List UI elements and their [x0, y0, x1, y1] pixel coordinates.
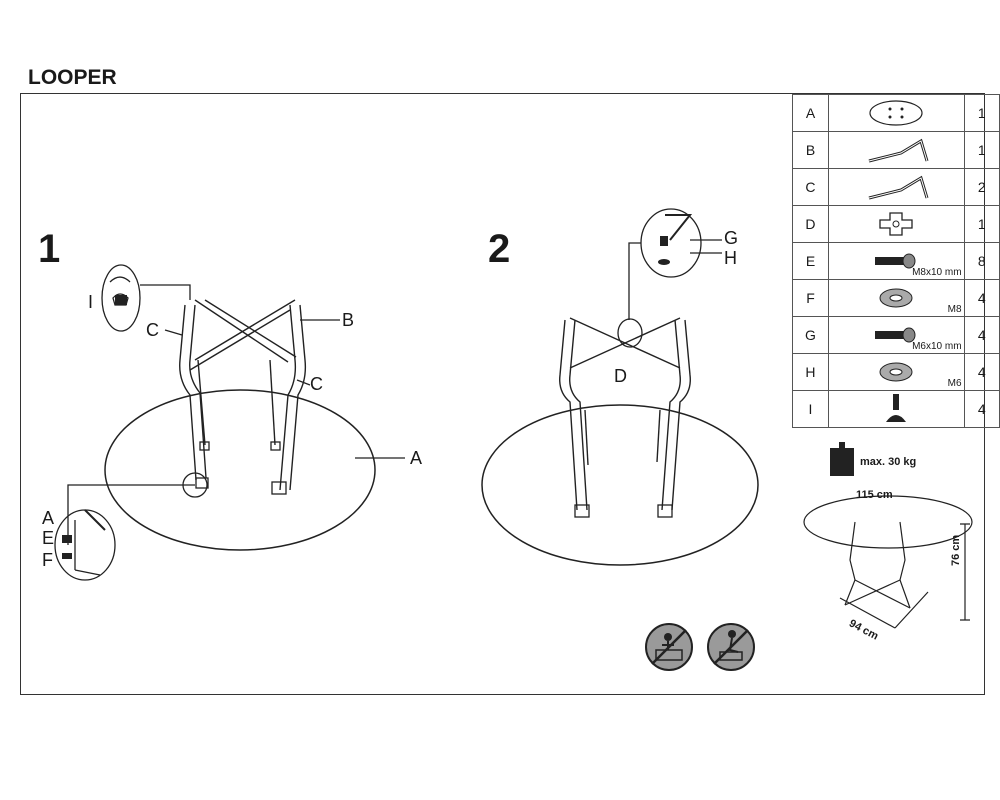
part-image: [827, 205, 965, 243]
part-image: [827, 168, 965, 206]
part-spec: M8: [947, 304, 962, 315]
callout-d: D: [614, 366, 627, 386]
leg-c-left: [179, 299, 297, 481]
cross-connector-d: [617, 318, 643, 348]
part-letter: I: [792, 390, 829, 428]
part-quantity: 4: [963, 353, 1000, 391]
part-spec: M6: [947, 378, 962, 389]
part-spec: M6x10 mm: [912, 341, 962, 352]
round-table-top-icon: [829, 98, 964, 128]
part-letter: A: [792, 94, 829, 132]
step-2-number: 2: [488, 227, 511, 271]
callout-c-left: C: [146, 320, 159, 340]
bolt-icon: [829, 249, 964, 273]
part-letter: H: [792, 353, 829, 391]
callout-c-right: C: [310, 374, 323, 394]
detail-circle-screw: [640, 208, 702, 278]
bent-leg-icon: [829, 172, 964, 202]
part-quantity: 4: [963, 316, 1000, 354]
foot-2: [271, 481, 287, 495]
warning-icons: [645, 623, 755, 671]
step-1-number: 1: [38, 227, 61, 271]
foot-3: [199, 441, 210, 451]
callout-g: G: [724, 228, 739, 248]
legs-step2: [559, 317, 691, 511]
foot-4: [270, 441, 281, 451]
cross-connector-icon: [829, 209, 964, 239]
product-title: LOOPER: [28, 66, 117, 89]
leg-c-right: [189, 299, 307, 491]
callout-detail-f: F: [42, 550, 53, 570]
part-quantity: 4: [963, 279, 1000, 317]
part-letter: C: [792, 168, 829, 206]
part-image: M8x10 mm: [827, 242, 965, 280]
bolt-icon: [829, 323, 964, 347]
foot-s2-2: [657, 504, 673, 518]
no-sitting-icon: [707, 623, 755, 671]
part-image: [827, 390, 965, 428]
leg-b: [197, 359, 276, 446]
dimension-diagram: [803, 495, 973, 629]
part-image: [827, 94, 965, 132]
part-quantity: 1: [963, 205, 1000, 243]
part-image: [827, 131, 965, 169]
weight-icon: [830, 442, 854, 476]
foot-s2-1: [574, 504, 590, 518]
washer-icon: [829, 285, 964, 311]
part-letter: B: [792, 131, 829, 169]
table-top-step2: [481, 404, 759, 566]
max-load-label: max. 30 kg: [860, 456, 917, 468]
detail-circle-leveling: [101, 264, 141, 332]
callout-h: H: [724, 248, 737, 268]
part-image: M6x10 mm: [827, 316, 965, 354]
callout-detail-e: E: [42, 528, 55, 548]
part-letter: F: [792, 279, 829, 317]
part-quantity: 2: [963, 168, 1000, 206]
part-quantity: 4: [963, 390, 1000, 428]
detail-circle-bolt: [54, 509, 116, 581]
callout-i: I: [88, 292, 94, 312]
foot-1: [195, 477, 209, 489]
bent-leg-icon: [829, 135, 964, 165]
part-letter: D: [792, 205, 829, 243]
part-image: M8: [827, 279, 965, 317]
part-image: M6: [827, 353, 965, 391]
part-letter: G: [792, 316, 829, 354]
dimension-diameter: 115 cm: [856, 489, 893, 501]
leveling-foot-icon: [829, 392, 964, 426]
callout-a: A: [410, 448, 423, 468]
callout-detail-a: A: [42, 508, 55, 528]
part-quantity: 1: [963, 131, 1000, 169]
washer-icon: [829, 359, 964, 385]
no-standing-icon: [645, 623, 693, 671]
callout-b: B: [342, 310, 355, 330]
part-quantity: 8: [963, 242, 1000, 280]
part-letter: E: [792, 242, 829, 280]
part-quantity: 1: [963, 94, 1000, 132]
dimension-height: 76 cm: [950, 534, 962, 566]
part-spec: M8x10 mm: [912, 267, 962, 278]
table-top-step1: [104, 389, 376, 551]
